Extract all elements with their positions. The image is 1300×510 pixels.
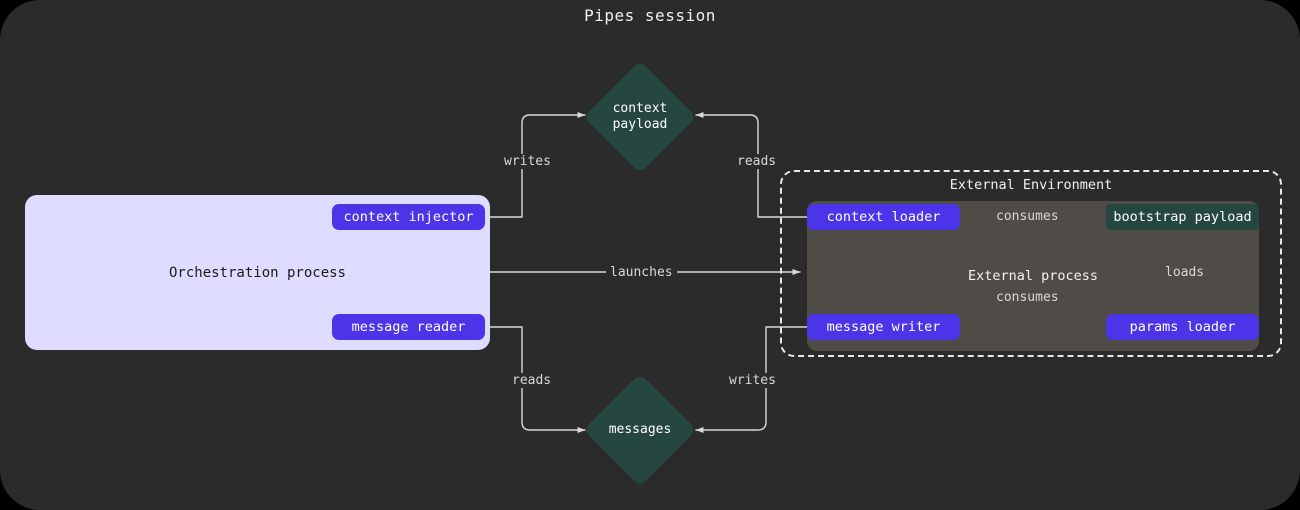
node-context-payload[interactable]: context payload — [583, 60, 697, 174]
badge-params-loader[interactable]: params loader — [1106, 314, 1259, 340]
node-context-payload-label: context payload — [612, 101, 668, 132]
edge-label-writes-messages: writes — [725, 373, 780, 388]
node-bootstrap-payload[interactable]: bootstrap payload — [1106, 204, 1259, 230]
external-environment-label: External Environment — [949, 177, 1113, 193]
page-title: Pipes session — [584, 6, 716, 25]
badge-context-injector[interactable]: context injector — [332, 204, 485, 230]
badge-message-reader[interactable]: message reader — [332, 314, 485, 340]
edge-label-loads-params: loads — [1161, 265, 1209, 280]
edge-label-reads-messages: reads — [508, 373, 556, 388]
edge-label-writes-context: writes — [500, 154, 555, 169]
orchestration-process-label: Orchestration process — [168, 264, 346, 281]
badge-message-writer[interactable]: message writer — [807, 314, 960, 340]
badge-context-loader[interactable]: context loader — [807, 204, 960, 230]
node-messages[interactable]: messages — [583, 373, 697, 487]
edge-label-reads-context: reads — [733, 154, 781, 169]
edge-label-launches: launches — [606, 265, 677, 280]
external-process-label: External process — [967, 268, 1099, 284]
edge-label-consumes-context-loader: consumes — [992, 209, 1063, 224]
node-messages-label: messages — [608, 422, 672, 437]
edge-label-consumes-message-writer: consumes — [992, 290, 1063, 305]
